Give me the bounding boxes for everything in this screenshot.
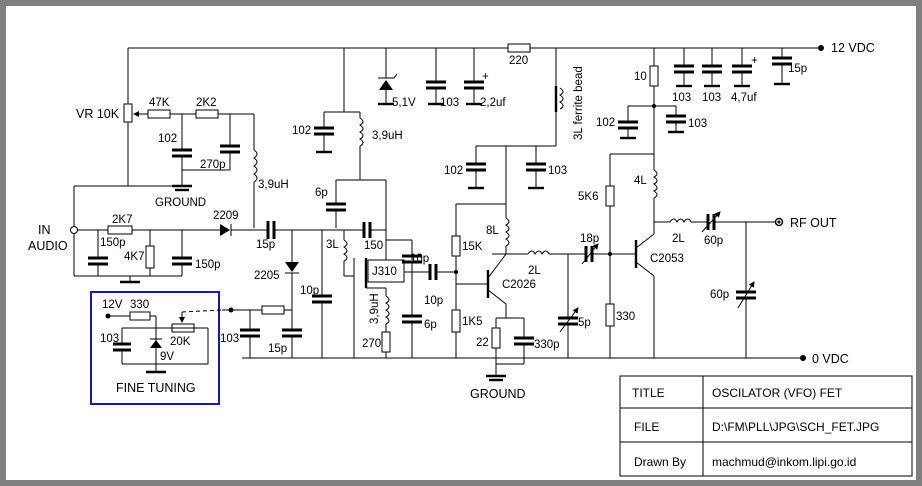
c15p-a-label: 15p (256, 239, 275, 251)
c15p-c-label: 15p (788, 63, 807, 75)
c6p-b-label: 6p (424, 319, 437, 331)
j310-stage (314, 48, 456, 358)
title-block (619, 375, 913, 477)
zero-label: 0 VDC (812, 352, 849, 366)
c103-c-label: 103 (548, 165, 567, 177)
q2026-label: C2026 (502, 279, 536, 291)
c18p-label: 18p (580, 233, 599, 245)
l3l-label: 3L (326, 239, 339, 251)
l2l-b-label: 2L (672, 233, 685, 245)
r1k5-label: 1K5 (462, 316, 482, 328)
r4k7-label: 4K7 (124, 251, 144, 263)
ground2-label: GROUND (470, 387, 526, 401)
r15k-label: 15K (462, 241, 483, 253)
r330-label: 330 (616, 311, 635, 323)
c10p-c-label: 10p (424, 295, 443, 307)
ft-330-label: 330 (130, 299, 149, 311)
supply-rail (128, 45, 824, 51)
c102d-label: 102 (596, 117, 615, 129)
r5k6-label: 5K6 (578, 191, 598, 203)
c330p-label: 330p (534, 339, 560, 351)
l4l-label: 4L (634, 175, 647, 187)
c270p-label: 270p (200, 159, 226, 171)
ft-103-label: 103 (100, 333, 119, 345)
r2k2-label: 2K2 (196, 97, 216, 109)
r10-label: 10 (634, 71, 647, 83)
l2l-a-label: 2L (528, 265, 541, 277)
j310-label: J310 (372, 266, 397, 278)
d2209-label: 2209 (213, 210, 239, 222)
c103-d-label: 103 (688, 118, 707, 130)
c5p-label: 5p (578, 317, 591, 329)
c6p-a-label: 6p (315, 187, 328, 199)
r2k7-label: 2K7 (112, 214, 132, 226)
audio-input-network (70, 185, 344, 284)
vr-network (123, 48, 258, 228)
c103-b-label: 103 (440, 97, 459, 109)
drawn-by-value: machmud@inkom.lipi.go.id (712, 455, 856, 469)
ft-9v-label: 9V (160, 351, 174, 363)
c150-label: 150 (364, 240, 383, 252)
fine-tuning-box (90, 291, 223, 405)
r270-label: 270 (362, 338, 381, 350)
title-value: OSCILATOR (VFO) FET (712, 386, 843, 400)
ferrite-label: 3L ferrite bead (573, 66, 585, 140)
c102b-label: 102 (292, 125, 311, 137)
file-key: FILE (634, 420, 659, 434)
c150p-b-label: 150p (195, 259, 221, 271)
c2053-stage: + (574, 48, 792, 358)
c102a-label: 102 (158, 133, 177, 145)
l39a-label: 3,9uH (258, 179, 289, 191)
c15p-b-label: 15p (268, 343, 287, 355)
drawn-by-key: Drawn By (634, 455, 686, 469)
in-audio-label-1: IN (38, 223, 51, 237)
c10p-a-label: 10p (300, 285, 319, 297)
svg-text:+: + (751, 55, 758, 67)
c150p-a-label: 150p (100, 237, 126, 249)
c103-a-label: 103 (220, 333, 239, 345)
r22-label: 22 (476, 337, 489, 349)
zero-rail (242, 355, 806, 361)
varicap-network (222, 230, 332, 358)
schematic-diagram: 12 VDC 0 VDC VR 10K 47K 2K2 102 270p GRO… (28, 41, 913, 477)
c103-f-label: 103 (702, 92, 721, 104)
rf-out-label: RF OUT (790, 216, 837, 230)
supply-filter: + (378, 43, 564, 146)
r220-label: 220 (509, 55, 528, 67)
vr-label: VR 10K (76, 107, 120, 121)
c2026-stage (451, 145, 579, 382)
svg-text:+: + (482, 71, 489, 83)
title-key: TITLE (632, 386, 665, 400)
c103-e-label: 103 (672, 92, 691, 104)
c47uf-label: 4,7uf (731, 92, 757, 104)
zener-label: 5,1V (392, 97, 416, 109)
q2053-label: C2053 (650, 253, 684, 265)
l8l-label: 8L (486, 225, 499, 237)
ground1-label: GROUND (155, 197, 206, 209)
ft-12v-label: 12V (102, 299, 123, 311)
c60p-a-label: 60p (704, 235, 723, 247)
ft-20k-label: 20K (170, 336, 191, 348)
c60p-b-label: 60p (710, 289, 729, 301)
l39c-label: 3,9uH (369, 293, 381, 324)
c102c-label: 102 (444, 165, 463, 177)
c10p-b-label: 10p (410, 253, 429, 265)
c22uf-label: 2,2uf (480, 97, 506, 109)
in-audio-label-2: AUDIO (28, 239, 68, 253)
ft-title: FINE TUNING (116, 381, 196, 395)
supply-label: 12 VDC (831, 41, 875, 55)
r47k-label: 47K (149, 97, 170, 109)
d2205-label: 2205 (254, 270, 280, 282)
l39b-label: 3,9uH (372, 130, 403, 142)
file-value: D:\FM\PLL\JPG\SCH_FET.JPG (712, 420, 879, 434)
